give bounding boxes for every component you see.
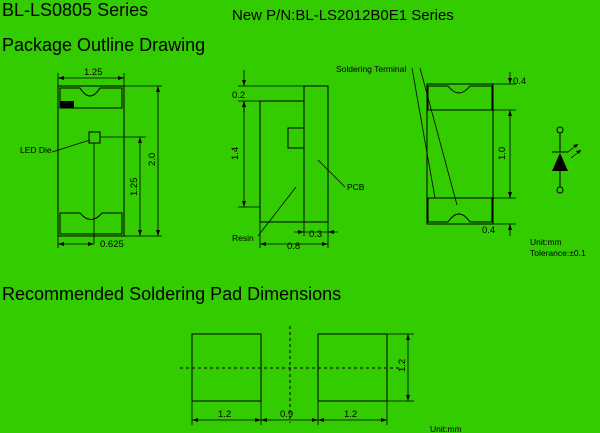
led-die <box>88 131 101 144</box>
center-gap-dim: 1.0 <box>497 147 508 160</box>
terminal-bottom-dim: 0.4 <box>482 225 495 236</box>
top-view: 1.25 2.0 1.25 0.625 LED Die <box>20 67 162 250</box>
right-pad-width-dim: 1.2 <box>344 409 357 420</box>
top-width-dim: 1.25 <box>84 67 103 78</box>
die-offset-y-dim: 1.25 <box>129 178 140 197</box>
top-view-body <box>57 85 125 237</box>
side-die <box>287 127 305 149</box>
resin-body <box>260 100 305 223</box>
bottom-terminal-top <box>427 85 493 111</box>
pcb-label: PCB <box>347 182 365 192</box>
bottom-view-body <box>426 83 494 225</box>
pcb-thickness-dim: 0.3 <box>309 229 322 240</box>
top-terminal <box>59 87 123 109</box>
top-height-dim: 2.0 <box>147 153 158 166</box>
side-view: 0.2 1.4 0.3 0.8 PCB Resin <box>230 70 365 252</box>
pcb-body <box>303 85 329 223</box>
body-height-dim: 1.4 <box>230 147 241 160</box>
series-title: BL-LS0805 Series <box>2 0 148 20</box>
left-pad <box>191 333 262 402</box>
bottom-terminal <box>59 212 123 235</box>
bottom-terminal-bottom <box>427 197 493 223</box>
led-symbol-icon <box>552 126 582 194</box>
outline-section-title: Package Outline Drawing <box>2 35 205 55</box>
die-offset-x-dim: 0.625 <box>100 239 124 250</box>
pad-drawing: 1.2 1.2 0.9 1.2 <box>180 326 414 425</box>
resin-label: Resin <box>232 233 254 243</box>
pad-gap-dim: 0.9 <box>280 409 293 420</box>
new-part-number: New P/N:BL-LS2012B0E1 Series <box>232 7 454 24</box>
led-die-label: LED Die <box>20 145 52 155</box>
depth-dim: 0.8 <box>287 241 300 252</box>
pad-height-dim: 1.2 <box>397 359 408 372</box>
unit-note: Unit:mm <box>530 237 562 247</box>
soldering-terminal-label: Soldering Terminal <box>336 64 406 74</box>
terminal-top-dim: 0.4 <box>513 76 526 87</box>
pad-section-title: Recommended Soldering Pad Dimensions <box>2 284 341 304</box>
unit-note-pads: Unit:mm <box>430 424 462 433</box>
polarity-mark <box>60 101 74 108</box>
bottom-view: Soldering Terminal 0.4 1.0 0.4 <box>336 64 526 236</box>
top-thickness-dim: 0.2 <box>232 90 245 101</box>
left-pad-width-dim: 1.2 <box>218 409 231 420</box>
right-pad <box>317 333 388 402</box>
tolerance-note: Tolerance:±0.1 <box>530 248 586 258</box>
